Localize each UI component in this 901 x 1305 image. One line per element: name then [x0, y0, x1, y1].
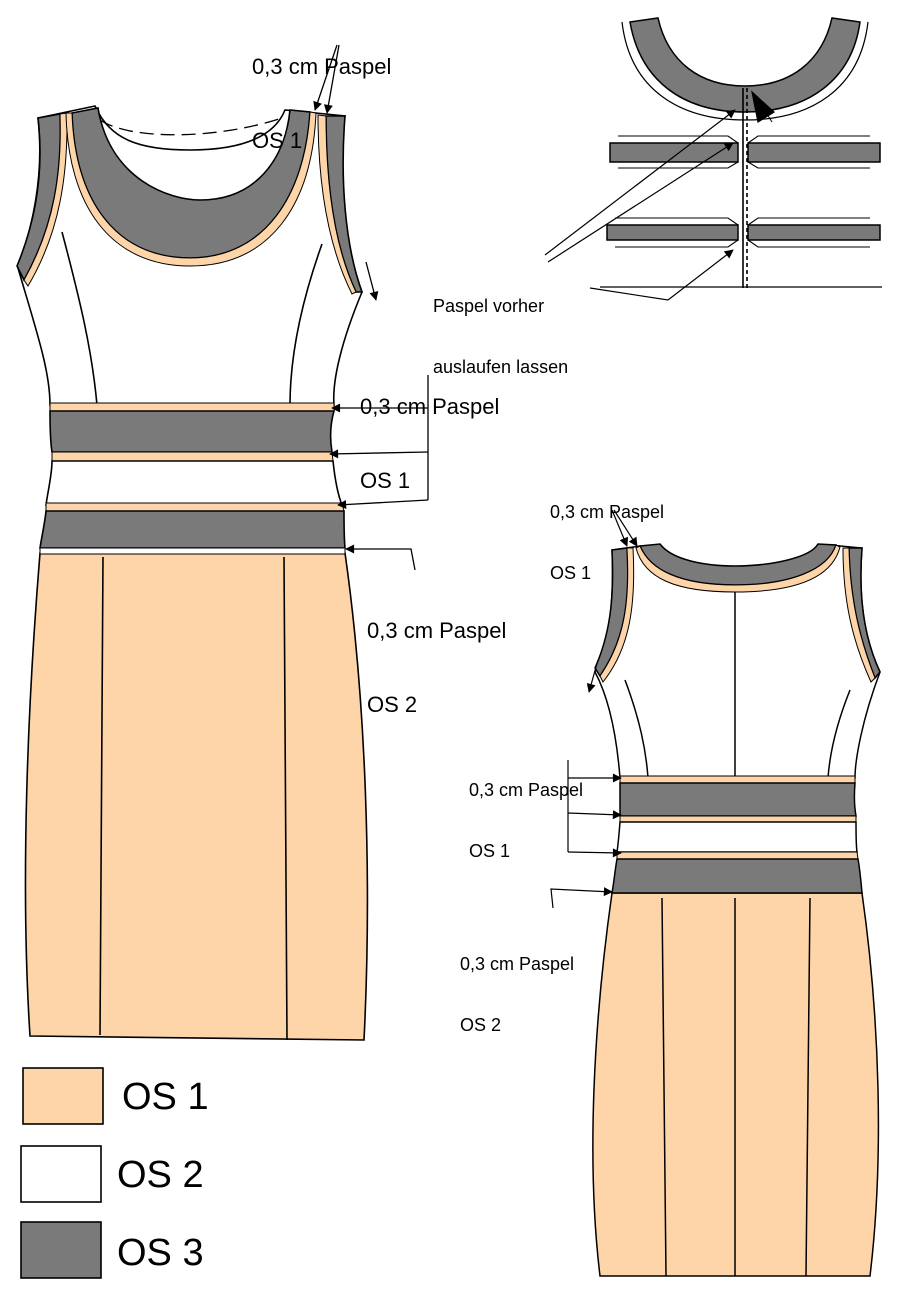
- back-waist-piping-label: 0,3 cm Paspel OS 1: [469, 740, 583, 881]
- front-leaders: [313, 44, 429, 571]
- front-dress: [16, 105, 369, 1041]
- back-skirt-piping-line2: OS 2: [460, 1014, 502, 1035]
- front-waist-piping-line2: OS 1: [360, 468, 411, 494]
- detail-note-label: Paspel vorher auslaufen lassen: [433, 256, 568, 397]
- legend-label-os1: OS 1: [122, 1076, 209, 1118]
- detail-note-line1: Paspel vorher: [433, 296, 545, 317]
- back-skirt-piping-label: 0,3 cm Paspel OS 2: [460, 914, 574, 1055]
- front-skirt-piping-line1: 0,3 cm Paspel: [367, 618, 507, 644]
- legend-label-os2: OS 2: [117, 1154, 204, 1196]
- back-waist-piping-line2: OS 1: [469, 840, 511, 861]
- detail-neck-band: [629, 17, 861, 113]
- legend-label-os3: OS 3: [117, 1232, 204, 1274]
- front-skirt-piping-line2: OS 2: [367, 692, 418, 718]
- front-skirt-piping-label: 0,3 cm Paspel OS 2: [367, 570, 506, 742]
- legend-swatch-os3: [20, 1221, 102, 1279]
- front-top-piping-label: 0,3 cm Paspel OS 1: [252, 6, 391, 178]
- back-top-piping-label: 0,3 cm Paspel OS 1: [550, 462, 664, 603]
- front-waist-piping-label: 0,3 cm Paspel OS 1: [360, 346, 499, 518]
- legend-swatch-os1: [22, 1067, 104, 1125]
- legend-swatches: [20, 1067, 104, 1279]
- detail-leaders: [544, 90, 775, 301]
- back-leaders: [550, 509, 638, 909]
- legend-swatch-os2: [20, 1145, 102, 1203]
- detail-view: [600, 17, 882, 288]
- front-top-piping-line1: 0,3 cm Paspel: [252, 54, 392, 80]
- back-waist-piping-line1: 0,3 cm Paspel: [469, 780, 584, 801]
- front-top-piping-line2: OS 1: [252, 128, 303, 154]
- back-top-piping-line1: 0,3 cm Paspel: [550, 502, 665, 523]
- front-waist-piping-line1: 0,3 cm Paspel: [360, 394, 500, 420]
- back-dress: [592, 543, 881, 1277]
- detail-note-line2: auslaufen lassen: [433, 356, 569, 377]
- front-skirt-os1: [24, 552, 369, 1041]
- back-top-piping-line2: OS 1: [550, 562, 592, 583]
- back-skirt-piping-line1: 0,3 cm Paspel: [460, 954, 575, 975]
